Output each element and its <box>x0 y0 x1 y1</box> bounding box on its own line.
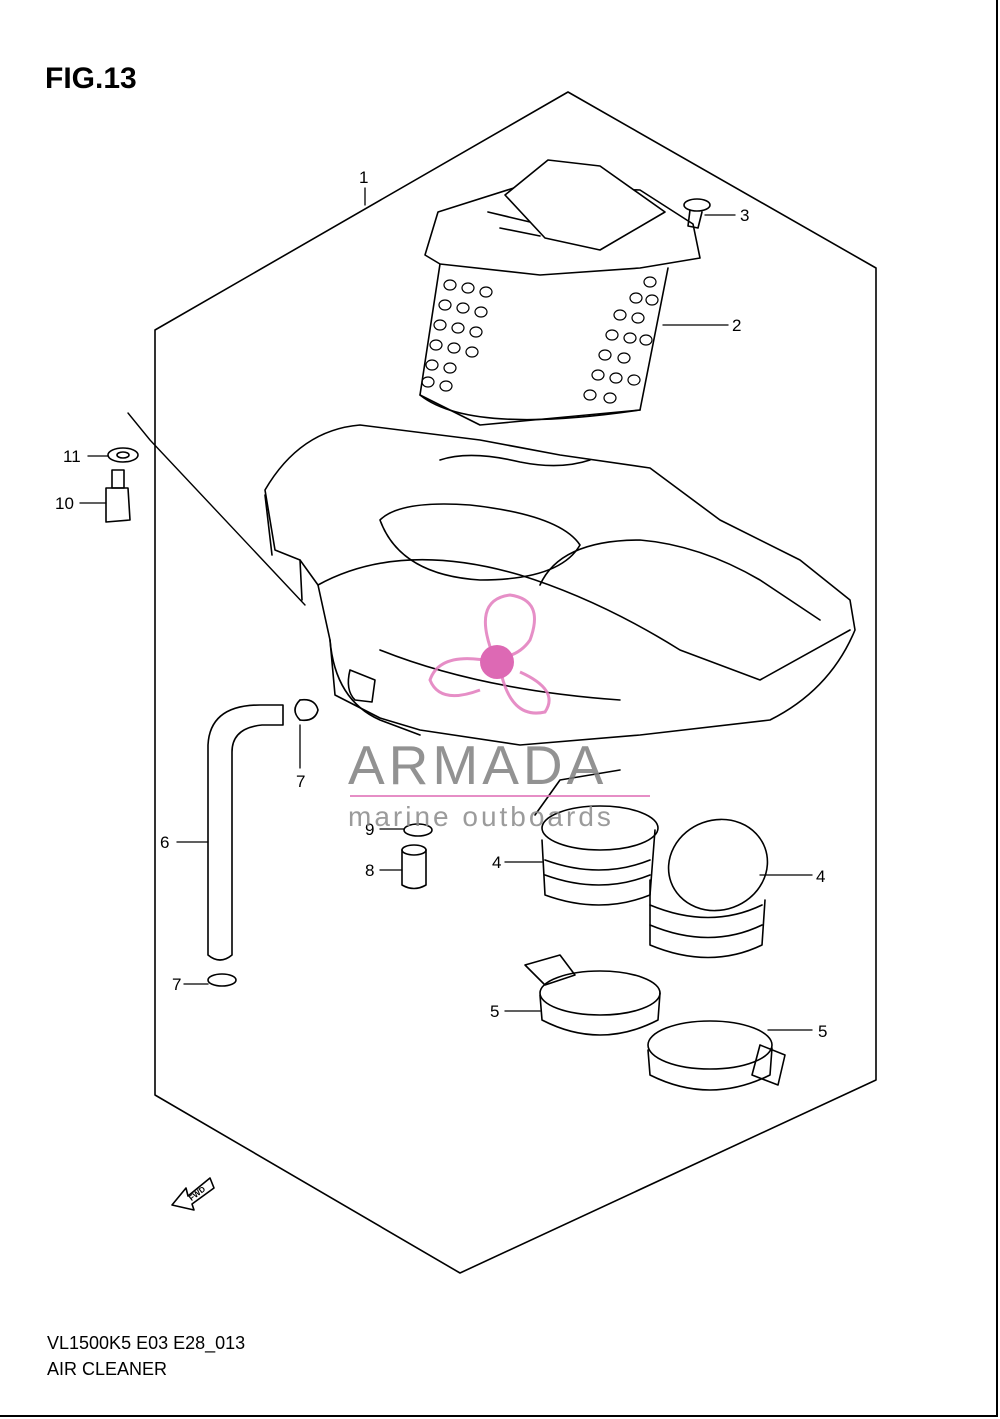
callout-3: 3 <box>740 206 749 225</box>
air-cleaner-case-part <box>264 424 856 746</box>
clip-part-lower <box>207 973 237 987</box>
callout-1: 1 <box>359 168 368 187</box>
callout-4-left: 4 <box>492 853 501 872</box>
hose-clamp-left-part <box>524 954 661 1036</box>
callout-11: 11 <box>63 447 81 466</box>
watermark: ARMADA marine outboards <box>348 593 650 832</box>
callout-8: 8 <box>365 861 374 880</box>
clip-part-upper <box>294 698 319 722</box>
forward-arrow-icon <box>171 1177 215 1211</box>
section-name: AIR CLEANER <box>47 1359 168 1379</box>
callout-2: 2 <box>732 316 741 335</box>
screw-part <box>683 198 711 229</box>
watermark-brand: ARMADA <box>348 734 607 796</box>
hose-part <box>207 704 284 961</box>
air-filter-element-part <box>419 159 701 426</box>
intake-boot-right-part <box>649 818 769 959</box>
propeller-logo-icon <box>428 593 551 715</box>
callout-4-right: 4 <box>816 867 825 886</box>
sensor-part <box>105 469 131 523</box>
washer-part <box>107 447 139 463</box>
cap-part <box>401 844 427 890</box>
intake-boot-left-part <box>534 769 659 906</box>
model-code: VL1500K5 E03 E28_013 <box>47 1333 246 1353</box>
callout-10: 10 <box>55 494 74 513</box>
hose-clamp-right-part <box>647 1020 786 1091</box>
callout-7-upper: 7 <box>296 772 305 791</box>
callout-5-right: 5 <box>818 1022 827 1041</box>
clamp-ring-part <box>403 823 433 837</box>
callout-5-left: 5 <box>490 1002 499 1021</box>
watermark-tagline: marine outboards <box>348 801 614 832</box>
assembly-outline <box>154 91 877 1274</box>
callout-9: 9 <box>365 820 374 839</box>
callout-7-lower-visible: 7 <box>172 975 181 994</box>
figure-title: FIG.13 <box>45 62 137 95</box>
callout-6: 6 <box>160 833 169 852</box>
